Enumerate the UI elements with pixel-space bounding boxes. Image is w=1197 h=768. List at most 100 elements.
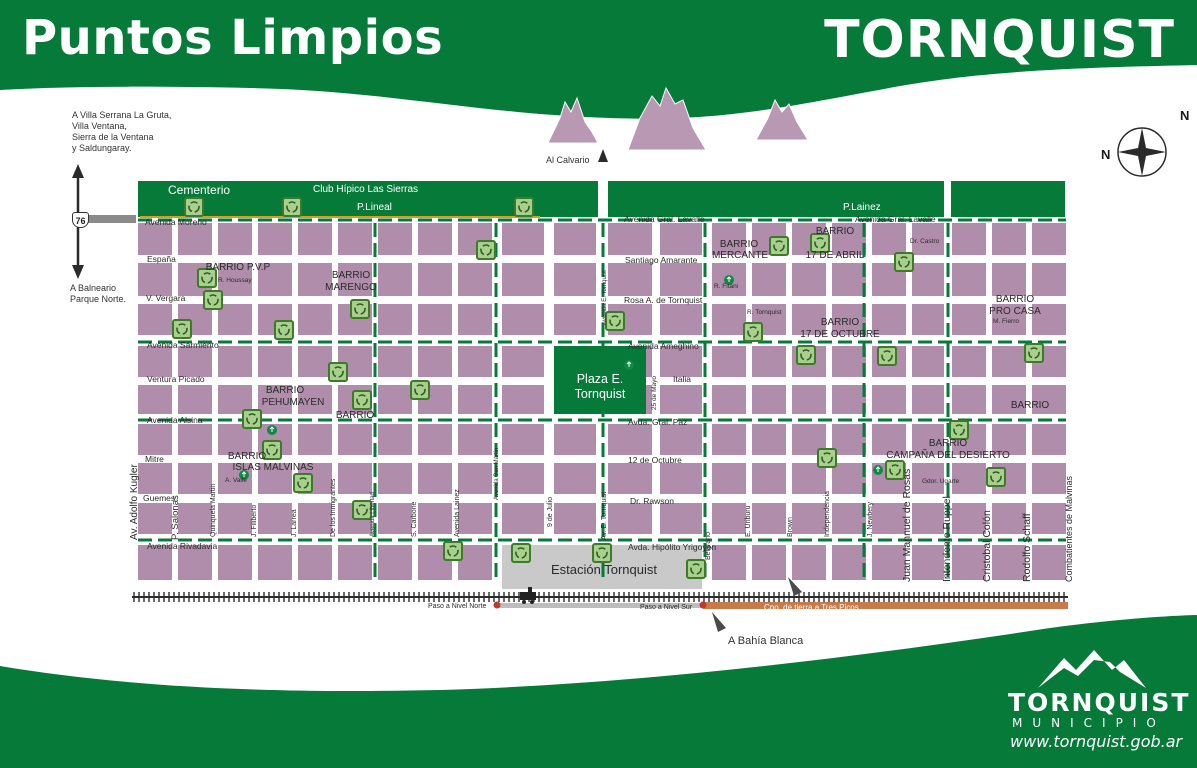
city-block bbox=[660, 304, 702, 335]
city-block bbox=[912, 385, 944, 414]
route-shield: 76 bbox=[72, 212, 89, 228]
arrow-icon bbox=[788, 577, 802, 596]
recycling-point-icon bbox=[274, 320, 294, 340]
city-block bbox=[554, 503, 596, 534]
street-label: 9 de Julio bbox=[547, 497, 554, 527]
city-block bbox=[660, 263, 702, 296]
recycling-point-icon bbox=[172, 319, 192, 339]
city-block bbox=[338, 424, 372, 455]
street-label: Quinquela Martin bbox=[210, 484, 217, 537]
city-block bbox=[378, 463, 412, 494]
note-line: Villa Ventana, bbox=[72, 121, 127, 131]
city-block bbox=[712, 503, 746, 534]
neighborhood-label: BARRIO bbox=[720, 239, 759, 250]
neighborhood-label: MERCANTE bbox=[712, 250, 768, 261]
street-label: Rosa A. de Tornquist bbox=[624, 295, 703, 305]
city-block bbox=[554, 424, 596, 455]
city-block bbox=[832, 385, 866, 414]
city-block bbox=[458, 263, 492, 296]
railway bbox=[132, 592, 1068, 602]
street-label: 25 de Mayo bbox=[651, 376, 658, 410]
street-label: Avenida Sarmiento bbox=[147, 340, 219, 350]
city-block bbox=[912, 263, 944, 296]
train-wheel bbox=[530, 600, 534, 604]
logo-mountains-icon bbox=[1038, 650, 1146, 688]
compass-star bbox=[1118, 128, 1166, 176]
city-block bbox=[992, 545, 1026, 580]
city-block bbox=[458, 424, 492, 455]
plineal-label: P.Lineal bbox=[357, 202, 392, 213]
city-block bbox=[298, 304, 332, 335]
city-block bbox=[608, 424, 652, 455]
city-block bbox=[712, 304, 746, 335]
city-block bbox=[138, 503, 172, 534]
city-block bbox=[138, 223, 172, 255]
street-label: Avda. Hipólito Yrigoyen bbox=[628, 542, 716, 552]
city-blocks bbox=[138, 223, 1066, 580]
street-label: Cristobal Colón bbox=[981, 510, 993, 582]
recycling-point-icon bbox=[328, 362, 348, 382]
city-block bbox=[832, 223, 866, 255]
street-label: Independencia bbox=[824, 491, 831, 537]
bahia-blanca-note: A Bahía Blanca bbox=[728, 635, 804, 647]
city-block bbox=[660, 463, 702, 494]
recycling-point-icon bbox=[350, 299, 370, 319]
street-label: Avenida Libertad bbox=[370, 492, 376, 537]
city-block bbox=[792, 503, 826, 534]
city-block bbox=[952, 545, 986, 580]
cementerio-label: Cementerio bbox=[168, 183, 230, 197]
city-block bbox=[178, 503, 212, 534]
city-block bbox=[660, 503, 702, 534]
city-block bbox=[912, 503, 944, 534]
city-block bbox=[872, 545, 906, 580]
recycling-point-icon bbox=[203, 290, 223, 310]
city-block bbox=[178, 223, 212, 255]
city-block bbox=[378, 223, 412, 255]
street-label: Guemes bbox=[143, 493, 175, 503]
city-block bbox=[378, 503, 412, 534]
plaza-label: Plaza E. bbox=[577, 372, 624, 386]
street-label: E. Uriburu bbox=[745, 505, 752, 537]
recycling-point-icon bbox=[184, 197, 204, 217]
street-label: R. Tornquist bbox=[747, 309, 782, 316]
map-title: Puntos Limpios bbox=[22, 10, 444, 66]
street-label: S. Carbone bbox=[411, 501, 418, 537]
street-label: Mitre bbox=[145, 454, 164, 464]
note-line: A Villa Serrana La Gruta, bbox=[72, 110, 172, 120]
street-label: P. Salonas bbox=[170, 495, 181, 540]
city-block bbox=[752, 503, 786, 534]
city-block bbox=[378, 424, 412, 455]
train-wheel bbox=[522, 600, 526, 604]
note-line: Sierra de la Ventana bbox=[72, 132, 154, 142]
city-block bbox=[178, 385, 212, 414]
city-block bbox=[418, 346, 452, 377]
street-label: Avda. Gral. Paz bbox=[628, 417, 687, 427]
street-label: Av. Adolfo Kugler bbox=[129, 464, 140, 540]
city-block bbox=[660, 424, 702, 455]
city-block bbox=[912, 424, 944, 455]
city-block bbox=[258, 263, 292, 296]
city-block bbox=[1032, 424, 1066, 455]
city-block bbox=[378, 304, 412, 335]
recycling-point-icon bbox=[894, 252, 914, 272]
street-label: J. Filiberto bbox=[251, 505, 258, 537]
recycling-point-icon bbox=[282, 197, 302, 217]
city-block bbox=[1032, 503, 1066, 534]
city-block bbox=[752, 424, 786, 455]
note-line: A Balneario bbox=[70, 283, 117, 293]
city-block bbox=[298, 424, 332, 455]
neighborhood-label: 17 DE OCTUBRE bbox=[800, 329, 880, 340]
city-block bbox=[660, 346, 702, 377]
city-block bbox=[832, 503, 866, 534]
recycling-point-icon bbox=[986, 467, 1006, 487]
city-block bbox=[502, 385, 544, 414]
city-block bbox=[554, 304, 596, 335]
plaza-label: Tornquist bbox=[575, 387, 626, 401]
street-label: Avenida Moreno bbox=[145, 217, 207, 227]
neighborhood-label: 17 DE ABRIL bbox=[806, 250, 865, 261]
city-block bbox=[178, 463, 212, 494]
city-block bbox=[832, 463, 866, 494]
arrow-icon bbox=[712, 612, 726, 632]
city-block bbox=[502, 346, 544, 377]
crossing-marker bbox=[699, 601, 707, 609]
